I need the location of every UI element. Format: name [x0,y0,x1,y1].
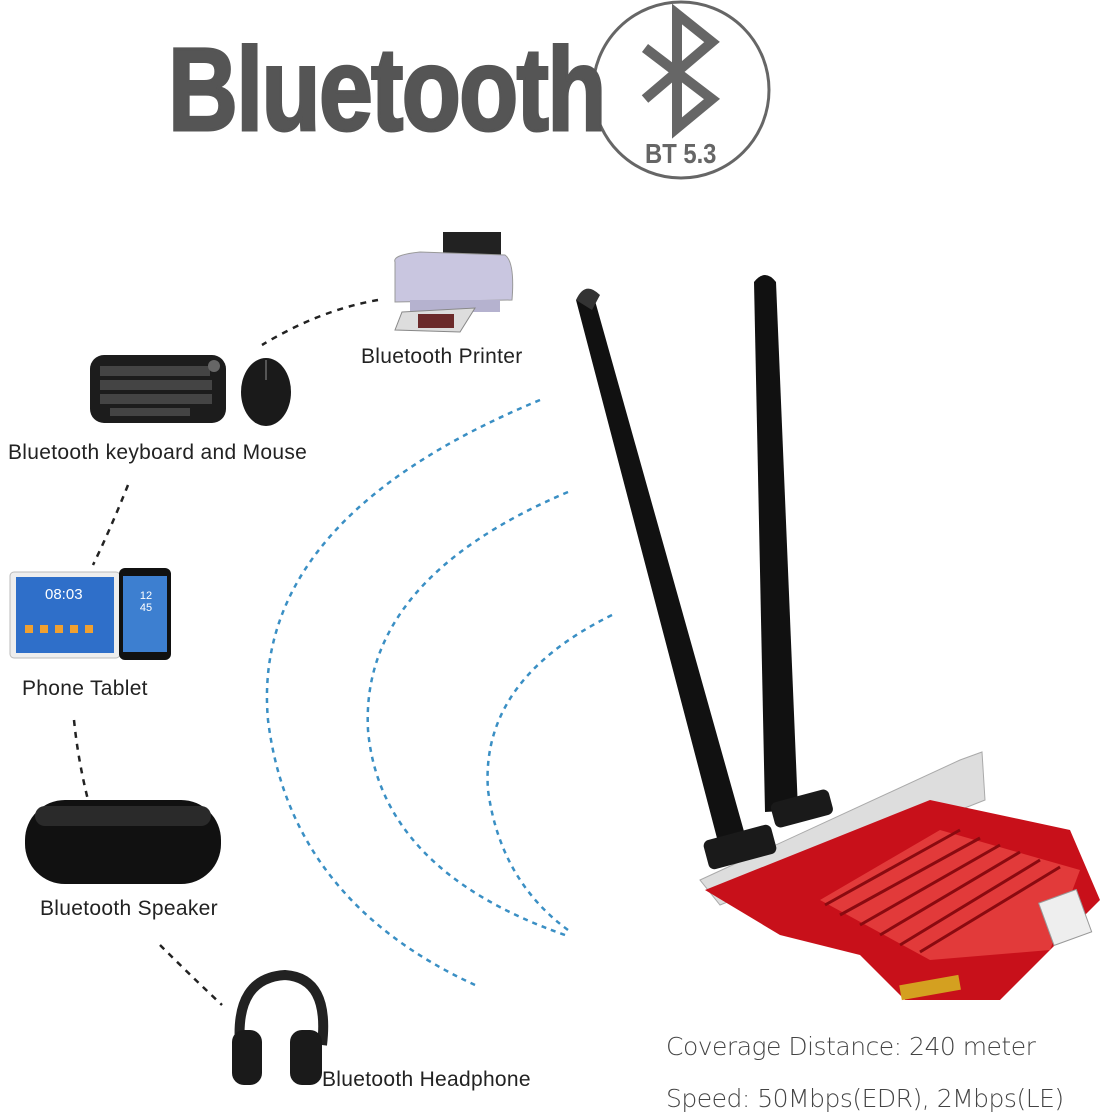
printer-icon [394,232,514,333]
headphone-icon [232,969,329,1085]
keyboard-mouse-icon [90,355,291,426]
label-headphone: Bluetooth Headphone [322,1068,531,1091]
phone-tablet-icon [9,568,171,660]
phone-clock: 12 45 [139,590,153,614]
connector-lines [72,298,379,1006]
bt-version-badge: BT 5.3 [645,138,717,169]
bluetooth-icon [641,3,721,139]
pcie-card [699,751,1100,1001]
speaker-icon [25,800,221,884]
signal-waves [265,398,613,987]
label-speaker: Bluetooth Speaker [40,897,218,920]
label-printer: Bluetooth Printer [361,345,523,368]
label-phone-tablet: Phone Tablet [22,677,148,700]
tablet-clock: 08:03 [45,586,83,603]
speed-spec: Speed: 50Mbps(EDR), 2Mbps(LE) [666,1084,1064,1113]
label-keyboard-mouse: Bluetooth keyboard and Mouse [8,441,308,464]
bluetooth-badge [591,0,771,180]
coverage-spec: Coverage Distance: 240 meter [666,1032,1036,1061]
page-title: Bluetooth [167,23,608,158]
antennas [576,275,833,870]
